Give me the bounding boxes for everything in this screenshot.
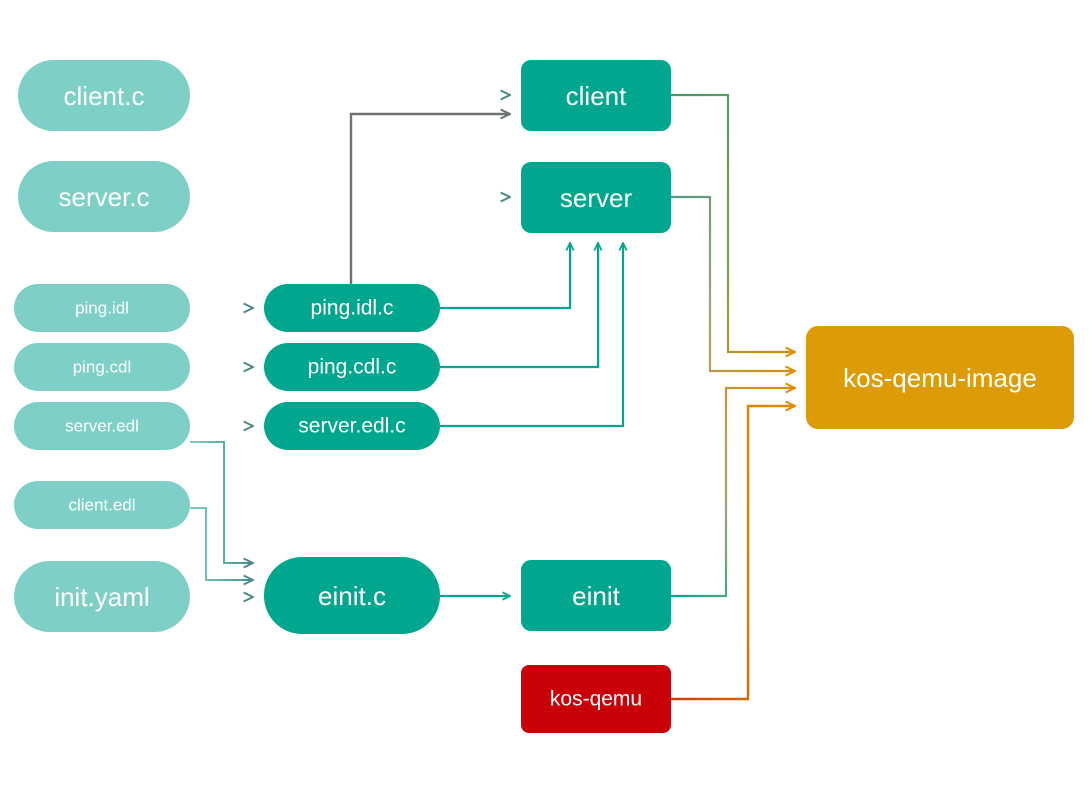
node-kos-qemu[interactable]: kos-qemu (521, 665, 671, 733)
node-label-einit: einit (572, 581, 620, 611)
node-label-client-edl: client.edl (68, 496, 135, 515)
node-label-kos-qemu-image: kos-qemu-image (843, 363, 1037, 393)
node-kos-qemu-image[interactable]: kos-qemu-image (806, 326, 1074, 429)
node-client-c[interactable]: client.c (18, 60, 190, 131)
node-label-einit-c: einit.c (318, 581, 386, 611)
node-label-ping-cdl-c: ping.cdl.c (308, 356, 397, 379)
node-ping-idl[interactable]: ping.idl (14, 284, 190, 332)
edge-server-edl-c-to-server (440, 243, 623, 428)
node-einit[interactable]: einit (521, 560, 671, 631)
edge-einit-to-kos-qemu-image (671, 388, 795, 598)
edge-ping-cdl-c-to-server (440, 243, 598, 369)
node-label-init-yaml: init.yaml (54, 582, 149, 612)
node-server-edl-c[interactable]: server.edl.c (264, 402, 440, 450)
edge-client-edl-to-einit-c (190, 507, 253, 580)
edge-ping-idl-c-to-client (349, 114, 510, 284)
edge-kos-qemu-to-kos-qemu-image (671, 406, 795, 701)
node-einit-c[interactable]: einit.c (264, 557, 440, 634)
node-ping-idl-c[interactable]: ping.idl.c (264, 284, 440, 332)
node-label-server-edl-c: server.edl.c (298, 415, 405, 438)
node-server-edl[interactable]: server.edl (14, 402, 190, 450)
edge-ping-idl-c-to-server (440, 243, 570, 310)
node-server-c[interactable]: server.c (18, 161, 190, 232)
node-label-server-c: server.c (58, 182, 149, 212)
edge-server-to-kos-qemu-image (671, 195, 795, 371)
nodes-layer: client.c server.c ping.idl ping.cdl serv… (14, 60, 1074, 733)
node-ping-cdl[interactable]: ping.cdl (14, 343, 190, 391)
node-label-ping-idl-c: ping.idl.c (311, 297, 394, 320)
node-label-server-edl: server.edl (65, 417, 139, 436)
node-client-edl[interactable]: client.edl (14, 481, 190, 529)
node-ping-cdl-c[interactable]: ping.cdl.c (264, 343, 440, 391)
node-label-client-c: client.c (64, 81, 145, 111)
edges-layer (190, 93, 795, 701)
edge-client-to-kos-qemu-image (671, 93, 795, 352)
edge-server-edl-to-einit-c (190, 441, 253, 563)
node-label-ping-cdl: ping.cdl (73, 358, 132, 377)
node-label-client: client (566, 81, 627, 111)
node-label-server: server (560, 183, 633, 213)
node-label-kos-qemu: kos-qemu (550, 688, 642, 711)
node-label-ping-idl: ping.idl (75, 299, 129, 318)
node-init-yaml[interactable]: init.yaml (14, 561, 190, 632)
node-client[interactable]: client (521, 60, 671, 131)
node-server[interactable]: server (521, 162, 671, 233)
